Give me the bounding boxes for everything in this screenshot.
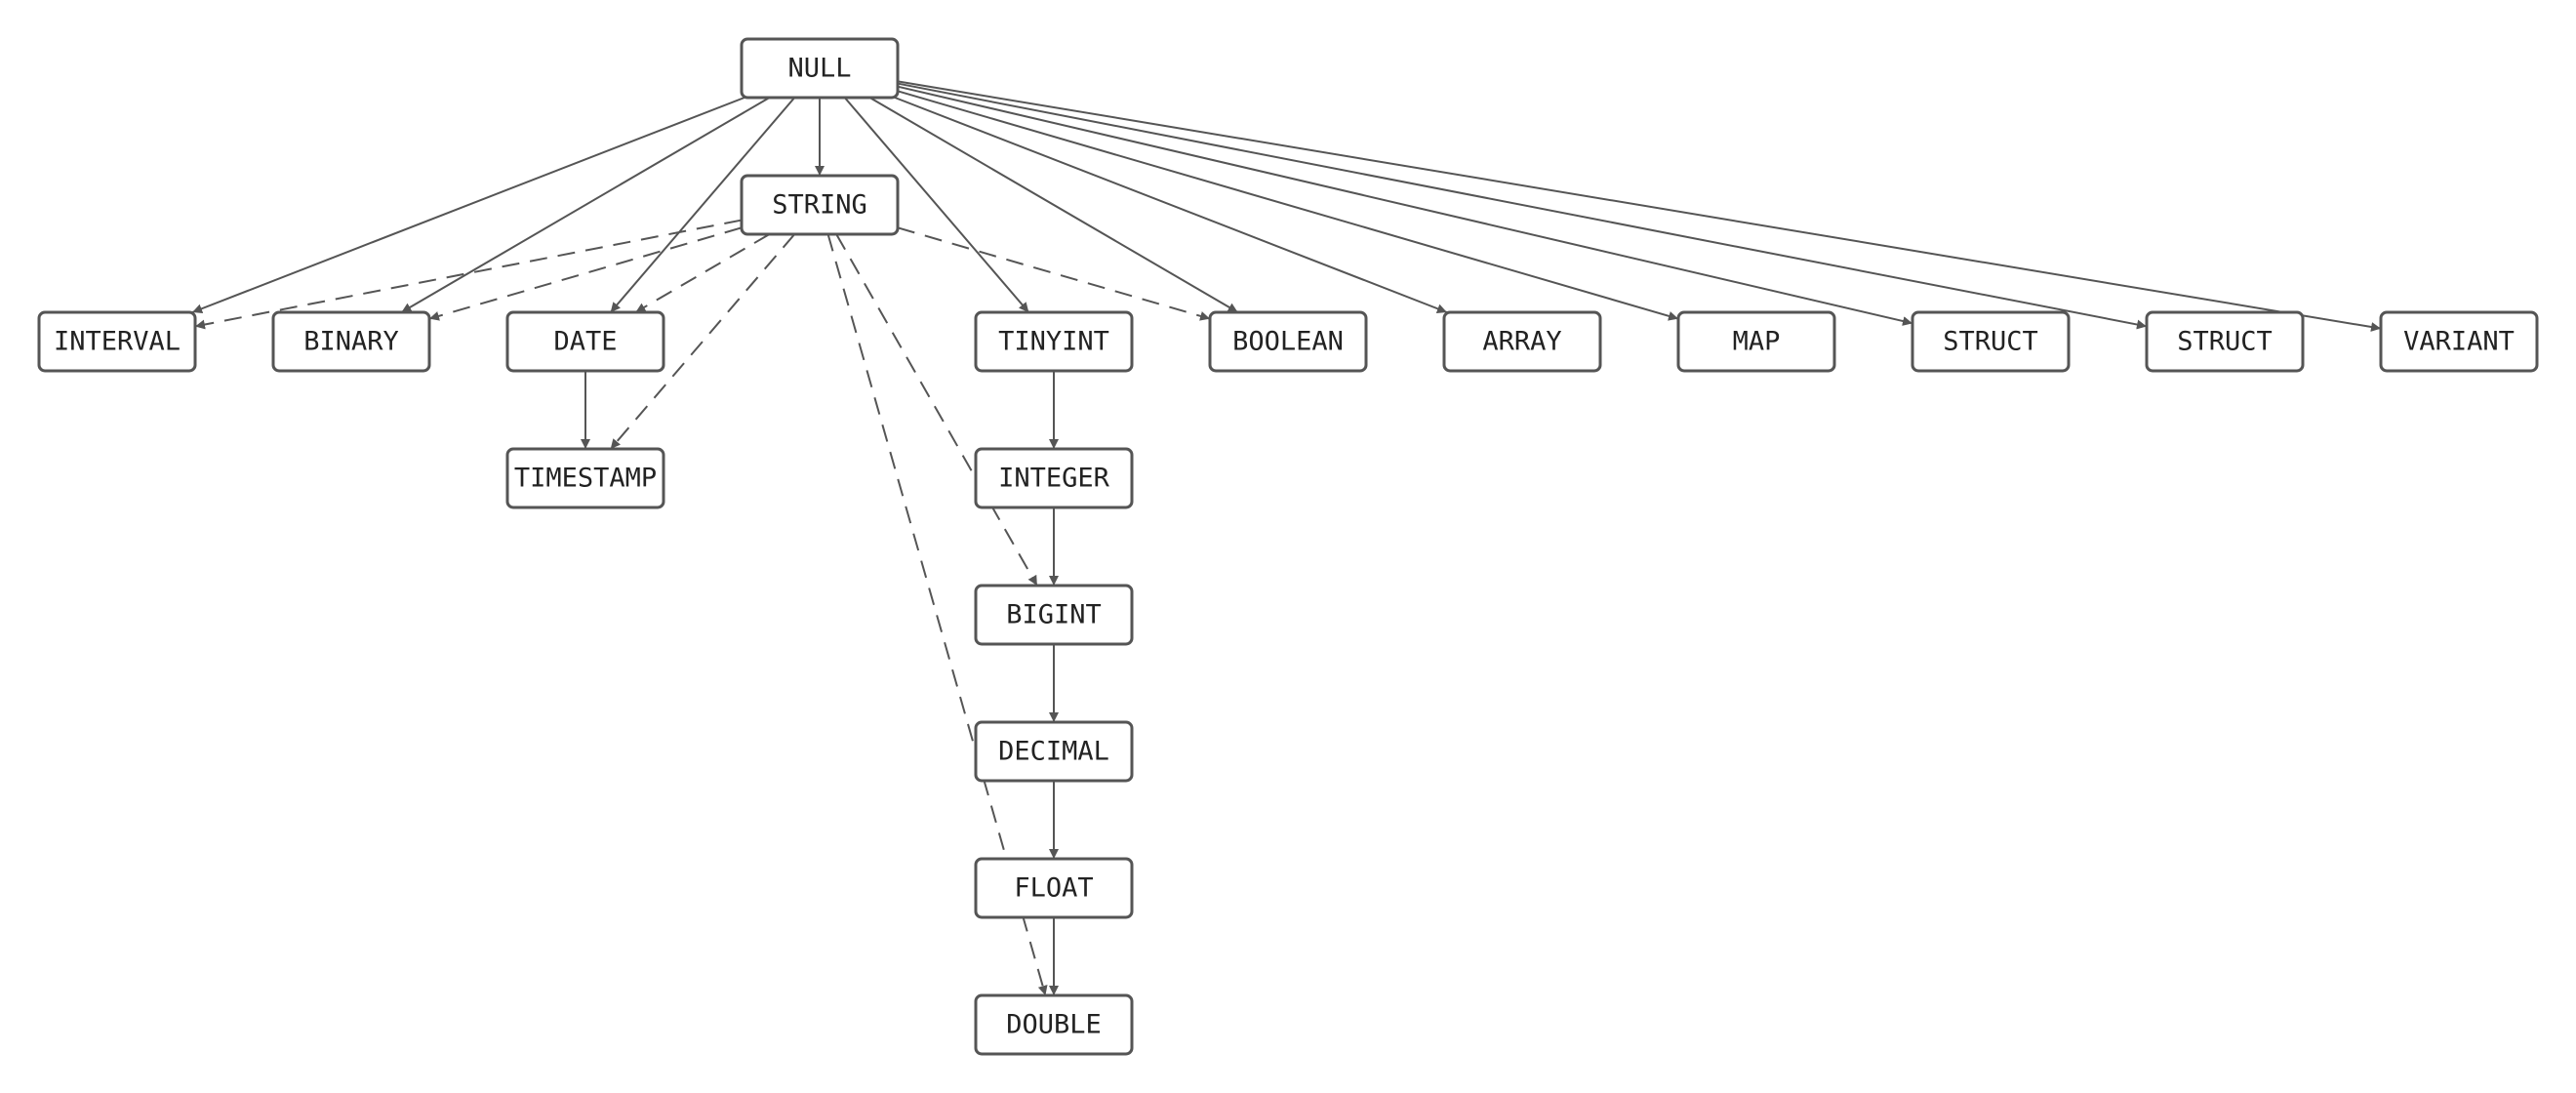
node-box-decimal <box>974 720 1134 783</box>
edge-null-to-variant <box>897 80 2382 332</box>
nodes-layer: NULL STRING INTERVAL BINARY DATE TIMESTAMP TIN… <box>37 37 2539 1056</box>
node-label-boolean: BOOLEAN <box>1232 327 1344 357</box>
node-box-variant <box>2379 310 2539 373</box>
edge-null-to-boolean <box>868 97 1239 313</box>
node-label-binary: BINARY <box>303 327 399 357</box>
node-struct2: STRUCT <box>2145 310 2305 373</box>
edge-string-to-timestamp <box>609 233 796 450</box>
edge-string-to-boolean <box>897 226 1211 321</box>
node-label-interval: INTERVAL <box>54 327 181 357</box>
node-float: FLOAT <box>974 857 1134 919</box>
node-label-decimal: DECIMAL <box>998 737 1109 767</box>
node-box-array <box>1442 310 1602 373</box>
node-box-tinyint <box>974 310 1134 373</box>
node-decimal: DECIMAL <box>974 720 1134 783</box>
node-box-date <box>505 310 665 373</box>
node-map: MAP <box>1676 310 1836 373</box>
node-label-double: DOUBLE <box>1006 1010 1102 1040</box>
node-box-map <box>1676 310 1836 373</box>
node-label-bigint: BIGINT <box>1006 600 1102 630</box>
node-label-string: STRING <box>772 190 867 221</box>
node-box-double <box>974 993 1134 1056</box>
node-label-float: FLOAT <box>1014 873 1093 904</box>
node-label-struct1: STRUCT <box>1943 327 2038 357</box>
node-box-timestamp <box>505 447 665 509</box>
node-date: DATE <box>505 310 665 373</box>
node-box-string <box>740 174 900 236</box>
edge-null-to-map <box>897 90 1679 321</box>
edge-string-to-date <box>634 233 771 313</box>
node-string: STRING <box>740 174 900 236</box>
edge-string-to-bigint <box>835 233 1038 587</box>
edge-string-to-interval <box>194 219 743 330</box>
node-timestamp: TIMESTAMP <box>505 447 665 509</box>
edge-null-to-tinyint <box>843 97 1030 313</box>
node-boolean: BOOLEAN <box>1208 310 1368 373</box>
node-label-null: NULL <box>787 54 851 84</box>
node-box-boolean <box>1208 310 1368 373</box>
edge-string-to-binary <box>428 226 743 321</box>
node-tinyint: TINYINT <box>974 310 1134 373</box>
node-label-array: ARRAY <box>1482 327 1561 357</box>
node-label-struct2: STRUCT <box>2177 327 2273 357</box>
node-double: DOUBLE <box>974 993 1134 1056</box>
node-null: NULL <box>740 37 900 100</box>
node-struct1: STRUCT <box>1911 310 2071 373</box>
node-label-tinyint: TINYINT <box>998 327 1109 357</box>
edge-null-to-binary <box>400 97 771 313</box>
edge-null-to-array <box>894 97 1448 314</box>
node-box-null <box>740 37 900 100</box>
edges-layer <box>191 80 2382 996</box>
node-binary: BINARY <box>271 310 431 373</box>
node-box-integer <box>974 447 1134 509</box>
edge-null-to-struct2 <box>897 82 2148 330</box>
node-integer: INTEGER <box>974 447 1134 509</box>
edge-null-to-struct1 <box>897 85 1913 326</box>
node-array: ARRAY <box>1442 310 1602 373</box>
node-variant: VARIANT <box>2379 310 2539 373</box>
node-box-interval <box>37 310 197 373</box>
edge-null-to-date <box>609 97 796 313</box>
node-label-map: MAP <box>1733 327 1781 357</box>
node-label-timestamp: TIMESTAMP <box>514 464 657 494</box>
node-interval: INTERVAL <box>37 310 197 373</box>
node-box-float <box>974 857 1134 919</box>
node-label-variant: VARIANT <box>2403 327 2515 357</box>
node-label-integer: INTEGER <box>998 464 1110 494</box>
edge-null-to-interval <box>191 97 745 314</box>
node-label-date: DATE <box>553 327 617 357</box>
node-box-binary <box>271 310 431 373</box>
node-box-bigint <box>974 584 1134 646</box>
node-bigint: BIGINT <box>974 584 1134 646</box>
node-box-struct2 <box>2145 310 2305 373</box>
node-box-struct1 <box>1911 310 2071 373</box>
